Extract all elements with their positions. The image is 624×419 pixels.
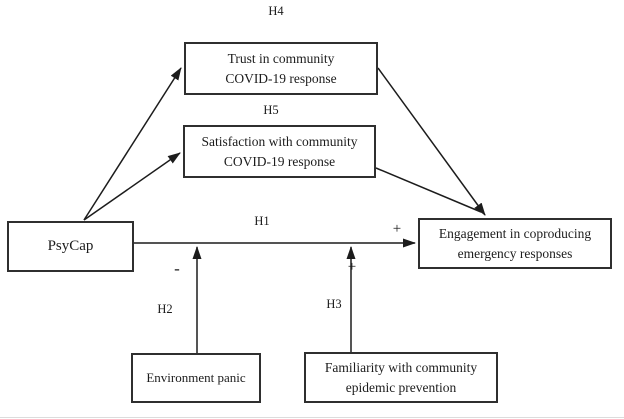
- familiarity-box: Familiarity with community epidemic prev…: [304, 352, 498, 403]
- arrow-trust-to-engagement: [377, 67, 486, 216]
- environment-panic-box: Environment panic: [131, 353, 261, 403]
- hypothesis-label-h4: H4: [268, 4, 284, 18]
- path-sign-h3-plus: +: [347, 259, 357, 275]
- engagement-box-line2: emergency responses: [457, 245, 573, 261]
- engagement-box: Engagement in coproducing emergency resp…: [418, 218, 612, 269]
- trust-box-line2: COVID-19 response: [225, 70, 337, 86]
- satisfaction-box-line1: Satisfaction with community: [201, 134, 358, 150]
- psycap-box: PsyCap: [7, 221, 134, 272]
- environment-panic-box-label: Environment panic: [146, 369, 246, 385]
- path-sign-h1-plus: +: [392, 221, 402, 237]
- engagement-box-line1: Engagement in coproducing: [438, 226, 592, 242]
- arrow-psycap-to-trust: [83, 67, 182, 221]
- hypothesis-label-h3: H3: [326, 297, 342, 311]
- hypothesis-label-h5: H5: [263, 103, 279, 117]
- hypothesis-label-h1: H1: [254, 214, 270, 228]
- trust-box: Trust in community COVID-19 response: [184, 42, 378, 95]
- path-sign-h2-minus: -: [174, 259, 180, 278]
- trust-box-line1: Trust in community: [227, 51, 335, 67]
- familiarity-box-line2: epidemic prevention: [345, 379, 457, 395]
- hypothesis-label-h2: H2: [157, 302, 173, 316]
- arrow-satisfaction-to-engagement: [375, 167, 482, 213]
- satisfaction-box: Satisfaction with community COVID-19 res…: [183, 125, 376, 178]
- satisfaction-box-line2: COVID-19 response: [223, 153, 336, 169]
- image-bottom-edge: [0, 417, 624, 418]
- arrow-psycap-to-satisfaction: [83, 152, 181, 221]
- psycap-box-label: PsyCap: [47, 237, 94, 254]
- familiarity-box-line1: Familiarity with community: [324, 360, 478, 376]
